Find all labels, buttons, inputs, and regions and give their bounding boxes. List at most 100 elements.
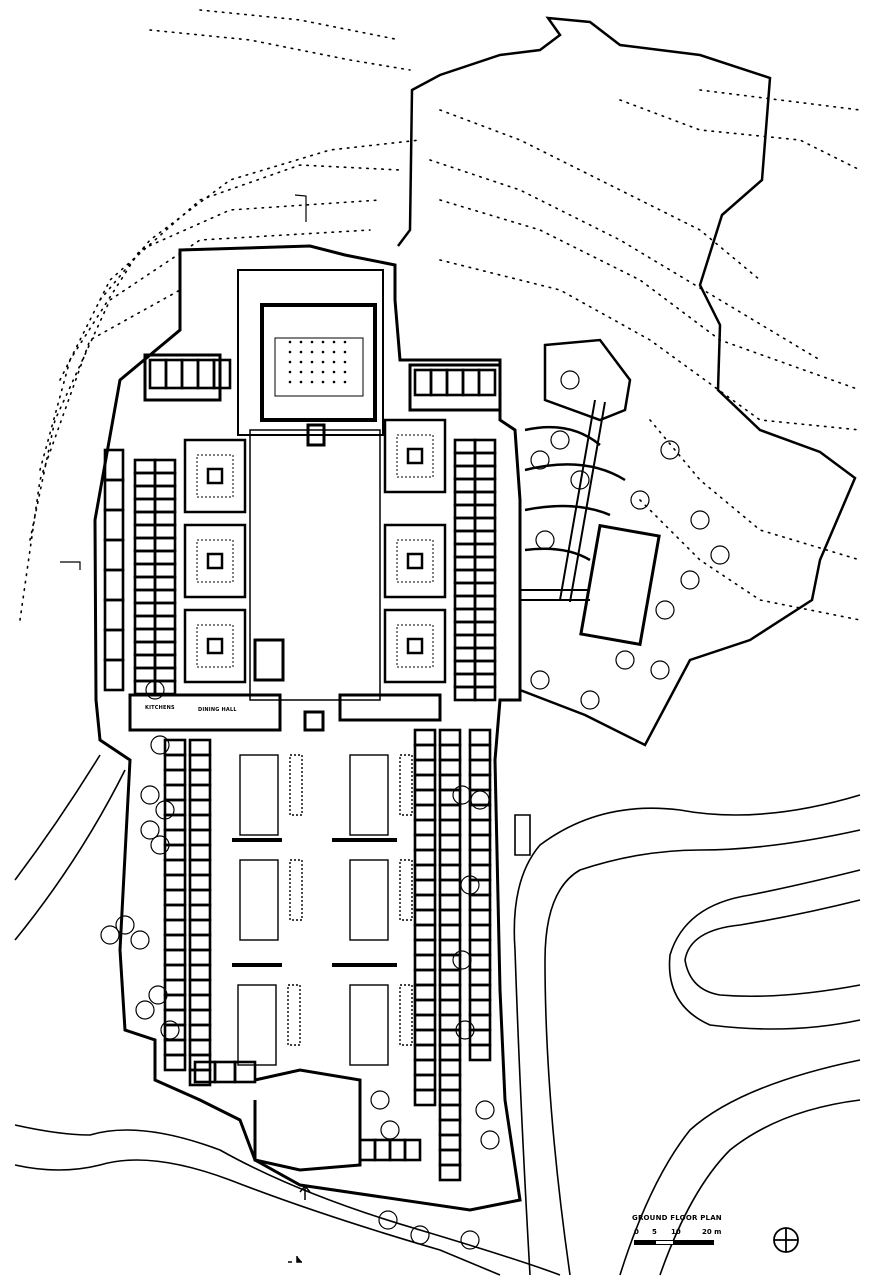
cell [388,1138,407,1162]
cell [438,1043,462,1062]
cell [468,908,492,927]
cell [413,1028,437,1047]
column [288,370,292,374]
tree-icon [530,670,550,690]
cell [468,998,492,1017]
tree-icon [135,1000,155,1020]
cell [438,893,462,912]
cell [413,743,437,762]
cell [163,993,187,1012]
column [310,350,314,354]
cell [163,798,187,817]
cell [213,1060,237,1084]
cell [413,908,437,927]
tree-icon [530,450,550,470]
cell [473,607,497,624]
cell [413,1043,437,1062]
cell [153,614,177,631]
column [332,350,336,354]
cell [188,828,212,847]
cell [468,923,492,942]
cell [103,598,125,632]
cell [188,738,212,757]
courtyard-pool [239,859,279,941]
cell [453,607,477,624]
cell [438,1103,462,1122]
cell [188,858,212,877]
column [332,370,336,374]
tree-icon [378,1210,398,1230]
tree-icon [570,470,590,490]
cell [468,758,492,777]
cell [153,497,177,514]
tree-icon [460,875,480,895]
scale-tick-20: 20 m [702,1228,722,1236]
cell [133,640,157,657]
tree-icon [140,785,160,805]
cell [468,728,492,747]
cell [153,523,177,540]
contour-line [639,499,861,621]
cloister-court [183,608,247,684]
cell [468,803,492,822]
cell [180,358,200,390]
cell [163,978,187,997]
cell [188,783,212,802]
tree-icon [470,790,490,810]
plan-title: GROUND FLOOR PLAN [632,1214,722,1222]
column [288,380,292,384]
cell [438,863,462,882]
tree-icon [475,1100,495,1120]
cell [438,1148,462,1167]
tree-icon [380,1120,400,1140]
column [343,340,347,344]
north-arrow-icon [773,1227,799,1253]
cell [453,438,477,455]
column [321,350,325,354]
column [332,360,336,364]
cell [453,503,477,520]
cell [188,873,212,892]
cell [103,508,125,542]
cell [438,848,462,867]
cell [403,1138,422,1162]
cell [438,1073,462,1092]
cloister-court [183,523,247,599]
courtyard-pool [349,859,389,941]
cell [153,666,177,683]
colonnade [399,754,413,816]
column [310,380,314,384]
cell [413,773,437,792]
contour-line [439,109,761,281]
cell [473,529,497,546]
contour-line [199,9,401,41]
cell [453,685,477,702]
cell [163,918,187,937]
cell [212,358,232,390]
cell [438,1133,462,1152]
cell [473,659,497,676]
cell [413,938,437,957]
cell [133,627,157,644]
cell [438,923,462,942]
cell [163,783,187,802]
cell [188,1038,212,1057]
cell [473,555,497,572]
courtyard-pool [239,754,279,836]
cell [163,843,187,862]
cell [133,510,157,527]
cell [153,536,177,553]
cell [133,471,157,488]
shrine [206,552,224,570]
cell [413,728,437,747]
cell [438,1058,462,1077]
cell [413,1088,437,1107]
cell [453,646,477,663]
scale-tick-0: 0 [634,1228,639,1236]
cell [473,685,497,702]
colonnade [289,754,303,816]
tree-icon [148,985,168,1005]
column [332,340,336,344]
cell [163,873,187,892]
